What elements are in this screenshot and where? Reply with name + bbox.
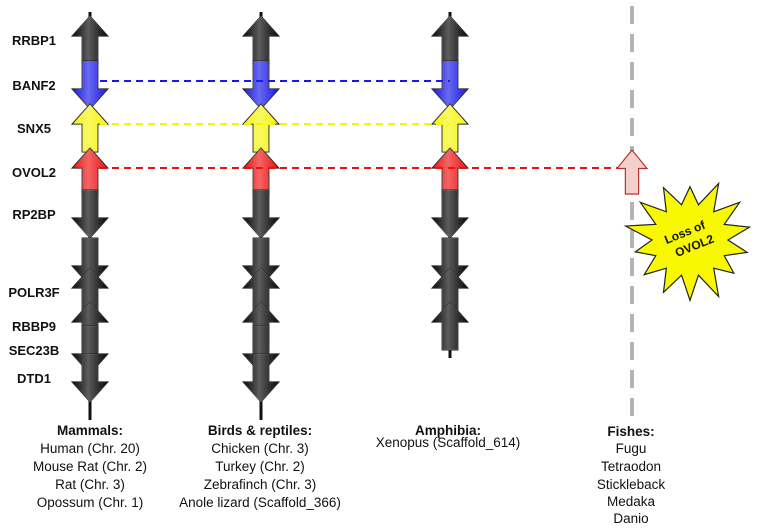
birds-title: Birds & reptiles: bbox=[208, 423, 312, 438]
arrow-highlight bbox=[432, 16, 468, 64]
arrow-highlight bbox=[72, 61, 108, 109]
arrow-highlight bbox=[72, 148, 108, 196]
arrow-highlight bbox=[243, 148, 279, 196]
gene-label-dtd1: DTD1 bbox=[17, 371, 51, 386]
arrow-highlight bbox=[72, 104, 108, 152]
loss-burst: Loss of OVOL2 bbox=[623, 181, 752, 303]
gene-tracks bbox=[70, 12, 470, 420]
arrow-highlight bbox=[432, 148, 468, 196]
arrow-highlight bbox=[432, 268, 468, 316]
species-name: Human (Chr. 20) bbox=[40, 441, 140, 456]
gene-label-rbbp9: RBBP9 bbox=[12, 319, 56, 334]
species-name: Danio bbox=[613, 511, 648, 526]
gene-label-snx5: SNX5 bbox=[17, 121, 51, 136]
species-name: Medaka bbox=[607, 494, 656, 509]
gene-label-banf2: BANF2 bbox=[12, 78, 55, 93]
arrow-highlight bbox=[432, 238, 468, 286]
arrow-highlight bbox=[243, 268, 279, 316]
species-name: Tetraodon bbox=[601, 459, 661, 474]
species-name: Zebrafinch (Chr. 3) bbox=[204, 477, 317, 492]
species-name: Xenopus (Scaffold_614) bbox=[376, 435, 521, 450]
arrow-highlight bbox=[432, 302, 468, 350]
birds-caption: Birds & reptiles: Chicken (Chr. 3) Turke… bbox=[179, 423, 341, 510]
arrow-highlight bbox=[243, 104, 279, 152]
arrow-highlight bbox=[243, 326, 279, 374]
fishes-title: Fishes: bbox=[607, 424, 654, 439]
burst-shape bbox=[623, 181, 752, 303]
arrow-highlight bbox=[72, 326, 108, 374]
mammals-title: Mammals: bbox=[57, 423, 123, 438]
arrow-highlight bbox=[243, 61, 279, 109]
species-name: Turkey (Chr. 2) bbox=[215, 459, 305, 474]
species-name: Anole lizard (Scaffold_366) bbox=[179, 495, 341, 510]
species-name: Opossum (Chr. 1) bbox=[37, 495, 144, 510]
amphibia-caption: Amphibia: Xenopus (Scaffold_614) bbox=[376, 423, 521, 450]
ortholog-links bbox=[100, 80, 618, 169]
arrow-highlight bbox=[72, 354, 108, 402]
amphibia-title: Amphibia: bbox=[415, 423, 481, 438]
arrow-highlight bbox=[243, 354, 279, 402]
arrow-highlight bbox=[432, 61, 468, 109]
arrow-highlight bbox=[243, 16, 279, 64]
arrow-highlight bbox=[243, 190, 279, 238]
arrow-highlight bbox=[432, 104, 468, 152]
arrow-highlight bbox=[432, 190, 468, 238]
gene-label-rrbp1: RRBP1 bbox=[12, 33, 56, 48]
arrow-highlight bbox=[72, 16, 108, 64]
arrow-highlight bbox=[243, 238, 279, 286]
species-name: Fugu bbox=[616, 441, 647, 456]
arrow-highlight bbox=[72, 238, 108, 286]
species-name: Mouse Rat (Chr. 2) bbox=[33, 459, 147, 474]
gene-label-rp2bp: RP2BP bbox=[12, 207, 56, 222]
gene-label-ovol2: OVOL2 bbox=[12, 165, 56, 180]
mammals-caption: Mammals: Human (Chr. 20) Mouse Rat (Chr.… bbox=[33, 423, 147, 510]
fishes-caption: Fishes: Fugu Tetraodon Stickleback Medak… bbox=[597, 424, 666, 526]
lost-ovol2-arrow bbox=[615, 149, 649, 195]
gene-label-sec23b: SEC23B bbox=[9, 343, 60, 358]
species-name: Rat (Chr. 3) bbox=[55, 477, 125, 492]
lost-gene-arrow-shape bbox=[615, 149, 649, 195]
arrow-highlight bbox=[72, 190, 108, 238]
arrow-highlight bbox=[72, 268, 108, 316]
species-name: Stickleback bbox=[597, 477, 666, 492]
gene-label-polr3f: POLR3F bbox=[8, 285, 59, 300]
species-name: Chicken (Chr. 3) bbox=[211, 441, 309, 456]
